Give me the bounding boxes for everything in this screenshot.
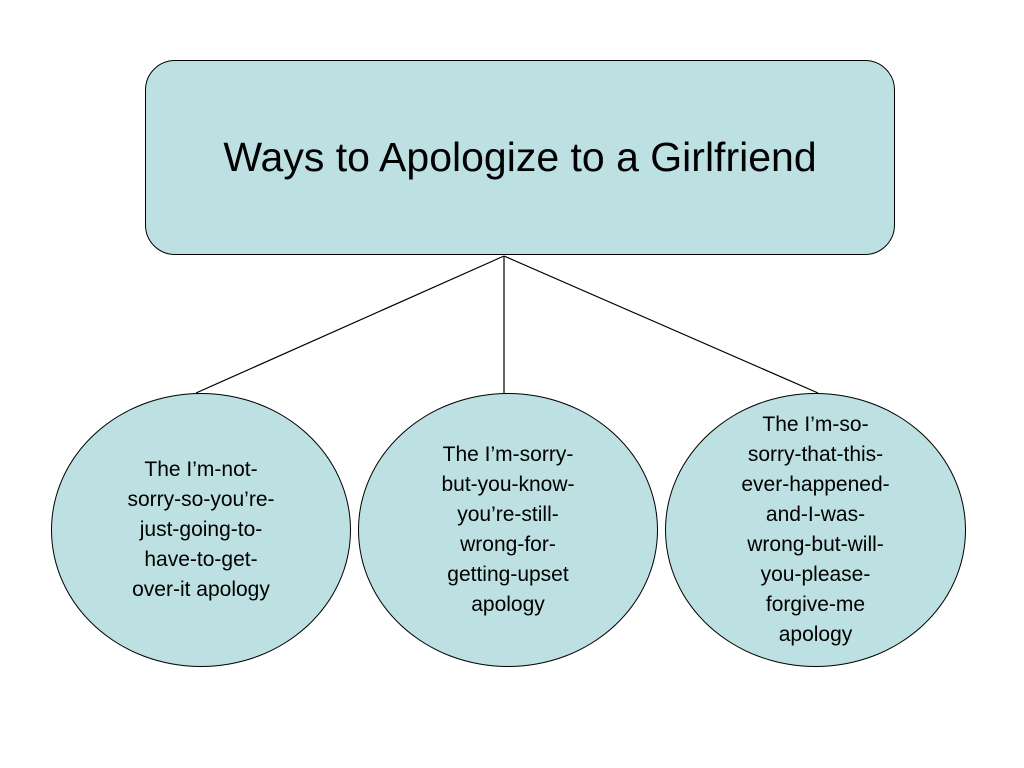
apology-node-1: The I’m-not- sorry-so-you’re- just-going… bbox=[51, 393, 351, 667]
title-box: Ways to Apologize to a Girlfriend bbox=[145, 60, 895, 255]
node-1-line-5: over-it apology bbox=[132, 578, 270, 601]
node-3-line-8: apology bbox=[778, 623, 853, 646]
node-3-line-1: The I’m-so- bbox=[762, 413, 869, 436]
node-1-line-1: The I’m-not- bbox=[144, 458, 258, 481]
node-2-line-6: apology bbox=[471, 593, 545, 616]
connector-to-node-1 bbox=[195, 255, 505, 394]
apology-node-3: The I’m-so- sorry-that-this- ever-happen… bbox=[665, 393, 966, 667]
apology-node-1-label: The I’m-not- sorry-so-you’re- just-going… bbox=[127, 455, 274, 605]
node-2-line-3: you’re-still- bbox=[457, 503, 559, 526]
node-2-line-2: but-you-know- bbox=[441, 473, 575, 496]
apology-node-2: The I’m-sorry- but-you-know- you’re-stil… bbox=[358, 393, 658, 667]
node-3-line-3: ever-happened- bbox=[741, 473, 890, 496]
node-2-line-5: getting-upset bbox=[447, 563, 569, 586]
node-1-line-3: just-going-to- bbox=[139, 518, 263, 541]
connector-to-node-3 bbox=[503, 255, 819, 394]
node-3-line-7: forgive-me bbox=[765, 593, 866, 616]
node-1-line-2: sorry-so-you’re- bbox=[127, 488, 275, 511]
node-2-line-4: wrong-for- bbox=[460, 533, 556, 556]
node-2-line-1: The I’m-sorry- bbox=[442, 443, 574, 466]
node-3-line-2: sorry-that-this- bbox=[747, 443, 884, 466]
node-3-line-5: wrong-but-will- bbox=[747, 533, 884, 556]
apology-node-3-label: The I’m-so- sorry-that-this- ever-happen… bbox=[741, 410, 889, 650]
apology-node-2-label: The I’m-sorry- but-you-know- you’re-stil… bbox=[441, 440, 574, 620]
diagram-title: Ways to Apologize to a Girlfriend bbox=[223, 133, 817, 180]
node-3-line-4: and-I-was- bbox=[765, 503, 866, 526]
node-3-line-6: you-please- bbox=[760, 563, 871, 586]
node-1-line-4: have-to-get- bbox=[144, 548, 258, 571]
